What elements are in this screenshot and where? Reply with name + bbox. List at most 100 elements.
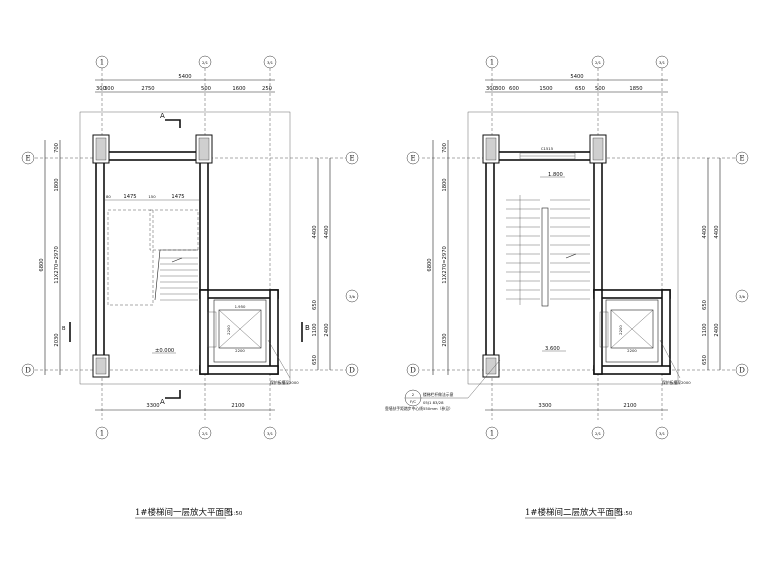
dim-inner: 80 bbox=[106, 194, 111, 199]
column-fill bbox=[95, 137, 107, 161]
axis-label: 1 bbox=[100, 59, 104, 67]
axis-bubble bbox=[591, 426, 605, 440]
callout-sub: F/C bbox=[410, 399, 416, 404]
dim-top: 300 bbox=[495, 86, 505, 92]
axis-bubble bbox=[21, 151, 35, 165]
dim-inner: 150 bbox=[148, 194, 156, 199]
wall bbox=[95, 151, 209, 161]
dim-right-outer: 4400 bbox=[324, 225, 330, 238]
dim-left: 1800 bbox=[442, 178, 448, 191]
dim-left: 700 bbox=[442, 143, 448, 153]
column-fill bbox=[95, 357, 107, 375]
section-marker bbox=[165, 390, 181, 399]
dim-top: 1850 bbox=[629, 86, 642, 92]
room-text: 2200 bbox=[627, 348, 637, 353]
axis-bubble bbox=[345, 151, 359, 165]
dim-top-total: 5400 bbox=[570, 74, 583, 80]
axis-bubble bbox=[735, 289, 749, 303]
wall bbox=[199, 365, 279, 375]
stair-outline bbox=[107, 209, 154, 306]
wall bbox=[95, 151, 105, 375]
elevator-car bbox=[218, 309, 262, 349]
dim-inner: 1475 bbox=[123, 194, 136, 200]
stair-treads bbox=[154, 249, 198, 301]
dim-left: 1800 bbox=[54, 178, 60, 191]
axis-label: 2/1 bbox=[595, 60, 602, 65]
dim-top: 300 bbox=[96, 86, 106, 92]
axis-label: 1 bbox=[490, 430, 494, 438]
callout-ref: 05J1 83/28 bbox=[423, 400, 444, 405]
elevator-cross bbox=[610, 309, 654, 349]
section-marker bbox=[165, 119, 181, 128]
axis-label: 1 bbox=[490, 59, 494, 67]
axis-label: 3/b bbox=[349, 294, 356, 299]
note-text: 保护板槽深2000 bbox=[662, 380, 691, 385]
dim-right: 2400 bbox=[714, 323, 720, 336]
stair-treads bbox=[506, 195, 590, 307]
plan-second-floor: 5400 300 300 600 1500 650 500 1850 1 2/1… bbox=[385, 55, 749, 519]
axis-label: 3/1 bbox=[659, 431, 666, 436]
dim-right: 650 bbox=[312, 300, 318, 310]
elevation-mark: 3.600 bbox=[545, 346, 560, 352]
elevator-door bbox=[599, 311, 609, 348]
plan-frame bbox=[467, 111, 679, 385]
leader-line bbox=[267, 339, 291, 379]
wall bbox=[593, 289, 603, 375]
column-fill bbox=[198, 137, 210, 161]
dim-bottom: 2100 bbox=[231, 403, 244, 409]
section-label: A bbox=[160, 398, 165, 406]
dim-right-outer: 4400 bbox=[312, 225, 318, 238]
dim-bottom: 3300 bbox=[146, 403, 159, 409]
room-text: 2200 bbox=[235, 348, 245, 353]
callout-number: 2 bbox=[412, 392, 415, 397]
section-label: B bbox=[305, 324, 310, 332]
plan-first-floor: 5400 300 300 2750 500 1600 250 1 2/1 3/1… bbox=[21, 55, 359, 519]
column-fill bbox=[592, 137, 604, 161]
axis-bubble bbox=[263, 55, 277, 69]
axis-bubble bbox=[655, 55, 669, 69]
plan-scale: 1:50 bbox=[230, 511, 243, 517]
elevation-mark: 1.800 bbox=[548, 172, 563, 178]
axis-label: E bbox=[349, 155, 354, 163]
elevator-shaft bbox=[605, 299, 659, 363]
dim-right: 650 bbox=[702, 300, 708, 310]
axis-label: 3/1 bbox=[659, 60, 666, 65]
axis-bubble bbox=[485, 55, 499, 69]
axis-bubble bbox=[406, 363, 420, 377]
axis-bubble bbox=[345, 363, 359, 377]
dim-right-outer: 4400 bbox=[702, 225, 708, 238]
dim-top: 500 bbox=[201, 86, 211, 92]
dim-top: 600 bbox=[509, 86, 519, 92]
axis-bubble bbox=[485, 426, 499, 440]
axis-label: 3/b bbox=[739, 294, 746, 299]
dim-left: 11X270=2970 bbox=[54, 246, 60, 284]
dim-inner: 1475 bbox=[171, 194, 184, 200]
axis-label: 2/1 bbox=[595, 431, 602, 436]
plan-title: 1#楼梯间一层放大平面图 bbox=[135, 507, 233, 518]
dim-bottom: 3300 bbox=[538, 403, 551, 409]
wall bbox=[269, 289, 279, 375]
axis-bubble bbox=[21, 363, 35, 377]
leader-line bbox=[467, 359, 501, 399]
plan-scale: 1:50 bbox=[620, 511, 633, 517]
dim-left-total: 6800 bbox=[39, 258, 45, 271]
dim-top-total: 5400 bbox=[178, 74, 191, 80]
dim-left: 2030 bbox=[54, 333, 60, 346]
window-tag: C1515 bbox=[541, 146, 554, 151]
axis-label: E bbox=[25, 155, 30, 163]
column-fill bbox=[485, 137, 497, 161]
axis-bubble bbox=[95, 55, 109, 69]
axis-bubble bbox=[406, 151, 420, 165]
wall bbox=[199, 289, 209, 375]
dim-right: 1100 bbox=[312, 323, 318, 336]
axis-bubble bbox=[655, 426, 669, 440]
axis-label: D bbox=[739, 367, 745, 375]
callout-note: 楼梯栏杆做法示意 bbox=[423, 392, 454, 397]
axis-label: 2/1 bbox=[202, 60, 209, 65]
axis-bubble bbox=[95, 426, 109, 440]
dim-left: 700 bbox=[54, 143, 60, 153]
dim-right-outer: 4400 bbox=[714, 225, 720, 238]
dim-top: 1500 bbox=[539, 86, 552, 92]
axis-bubble bbox=[263, 426, 277, 440]
